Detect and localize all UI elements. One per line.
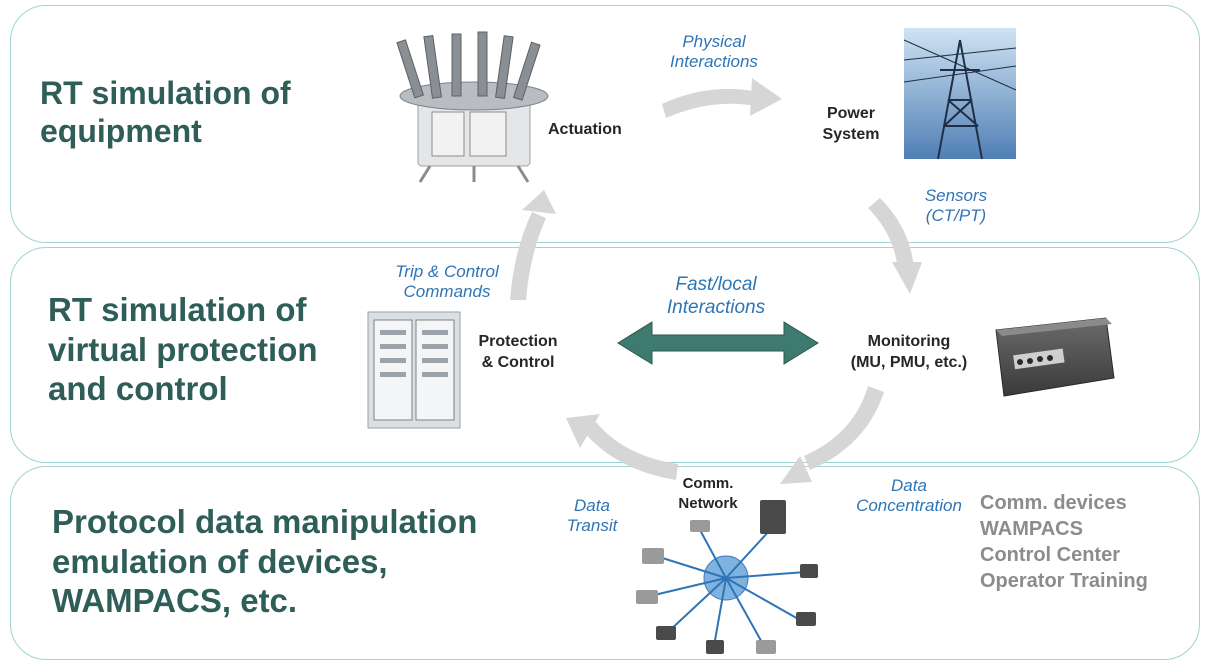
label-data-concentration: Data Concentration [856,476,962,516]
arrow-sensors [868,198,922,294]
arrow-physical-interactions [662,78,782,118]
comm-network-picture [636,500,818,654]
node-label-comm-network: Comm. Network [678,475,738,512]
band-title-protocol: Protocol data manipulation emulation of … [52,503,478,620]
band-title-protection-control: RT simulation of virtual protection and … [48,291,318,408]
double-arrow-fast-local [617,321,819,365]
circuit-breaker-picture [396,31,549,183]
node-label-monitoring: Monitoring (MU, PMU, etc.) [850,333,968,371]
node-label-power-system: Power System [822,105,880,143]
band-protocol [10,466,1200,660]
pmu-device-picture [995,317,1115,397]
label-trip-control: Trip & Control Commands [395,262,499,302]
label-fast-local: Fast/local Interactions [666,274,766,318]
label-sensors: Sensors (CT/PT) [924,186,988,226]
arrow-trip-control [510,190,556,300]
arrow-data-concentration [780,386,884,484]
label-physical-interactions: Physical Interactions [670,32,758,72]
label-data-transit: Data Transit [566,496,618,536]
band-title-equipment: RT simulation of equipment [40,75,291,150]
node-label-actuation: Actuation [548,121,622,138]
node-label-protection-control: Protection & Control [478,333,558,371]
transmission-tower-picture [903,28,1017,160]
arrow-data-transit [566,414,678,480]
protection-cabinet-picture [367,311,461,429]
comm-devices-list: Comm. devices WAMPACS Control Center Ope… [980,492,1148,592]
